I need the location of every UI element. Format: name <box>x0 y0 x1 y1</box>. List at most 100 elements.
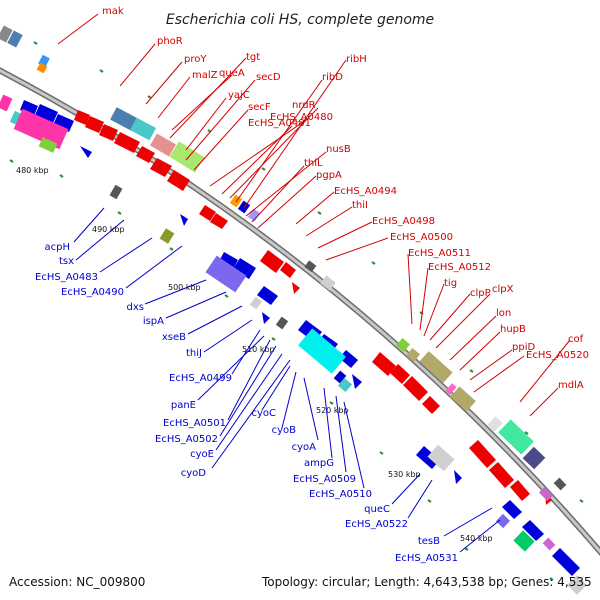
gene-label: ampG <box>304 458 334 469</box>
gene-label: secF <box>248 102 271 113</box>
gene-label: phoR <box>157 36 183 47</box>
gene-label: cyoB <box>272 425 297 436</box>
gene-arrow <box>99 124 118 141</box>
reverse-strand-genes <box>20 100 580 576</box>
gene-arrow <box>35 104 58 123</box>
gene-label: dxs <box>127 302 144 313</box>
gene-label: EcHS_A0520 <box>526 350 589 361</box>
gene-label: ppiD <box>512 342 535 353</box>
gene-block <box>320 275 336 291</box>
genome-backbone <box>0 67 600 557</box>
gene-label: pgpA <box>316 170 342 181</box>
gene-label: cyoC <box>251 408 276 419</box>
gene-arrow <box>416 446 440 469</box>
gene-arrow <box>262 312 270 324</box>
gene-label: ispA <box>143 316 164 327</box>
gene-block <box>9 110 23 126</box>
gene-arrow <box>522 520 544 541</box>
gene-arrow <box>167 170 190 191</box>
gene-label: mdlA <box>558 380 584 391</box>
gene-label: clpP <box>470 288 491 299</box>
accession-text: Accession: NC_009800 <box>9 575 146 589</box>
map-title: Escherichia coli HS, complete genome <box>166 12 434 28</box>
gene-arrow <box>280 262 296 278</box>
gene-block <box>553 477 567 491</box>
gene-label: nrdR <box>292 100 316 111</box>
gene-label: EcHS_A0522 <box>345 519 408 530</box>
gene-block <box>298 328 346 374</box>
gene-arrow <box>74 110 90 125</box>
gene-arrow <box>53 114 74 132</box>
gene-arrow <box>260 250 284 273</box>
gene-block <box>513 530 535 552</box>
gene-block <box>149 133 177 157</box>
gene-block <box>395 337 411 353</box>
gene-label: malZ <box>192 70 218 81</box>
gene-label: secD <box>256 72 281 83</box>
gene-label: ribH <box>346 54 367 65</box>
gene-label: EcHS_A0483 <box>35 272 98 283</box>
gene-label: cof <box>568 334 584 345</box>
gene-block <box>130 117 156 141</box>
forward-strand-genes <box>74 110 552 505</box>
gene-block <box>38 137 58 153</box>
gene-arrow <box>257 286 278 305</box>
gene-label: EcHS_A0500 <box>390 232 453 243</box>
kbp-label: 510 kbp <box>242 345 275 354</box>
gene-block <box>0 25 13 43</box>
gene-label: EcHS_A0512 <box>428 262 491 273</box>
gene-arrow <box>199 205 216 221</box>
gene-arrow <box>292 282 300 294</box>
kbp-label: 480 kbp <box>16 166 49 175</box>
inner-gene-labels: acpH tsx EcHS_A0483 EcHS_A0490 dxs ispA … <box>35 242 458 564</box>
gene-arrow <box>390 364 410 384</box>
gene-arrow <box>233 258 256 279</box>
gene-label: EcHS_A0499 <box>169 373 232 384</box>
gene-label: EcHS_A0510 <box>309 489 372 500</box>
gene-block <box>487 416 503 432</box>
gene-arrow <box>210 213 228 229</box>
gene-block <box>498 419 534 455</box>
gene-label: cyoE <box>190 449 214 460</box>
gene-label: EcHS_A0490 <box>61 287 124 298</box>
gene-block <box>450 386 476 412</box>
gene-label: tesB <box>418 536 440 547</box>
kbp-label: 500 kbp <box>168 283 201 292</box>
gene-label: tgt <box>246 52 260 63</box>
gene-label: thiI <box>352 200 368 211</box>
gene-arrow <box>85 116 104 133</box>
gene-block <box>110 107 138 131</box>
gene-arrow <box>80 146 92 158</box>
gene-block <box>427 444 455 472</box>
kbp-label: 530 kbp <box>388 470 421 479</box>
reverse-strand-blocks <box>0 94 587 595</box>
gene-label: queA <box>219 68 245 79</box>
gene-block <box>522 446 546 470</box>
gene-arrow <box>20 100 38 116</box>
gene-arrow <box>489 462 514 488</box>
gene-label: thiL <box>304 158 323 169</box>
gene-arrow <box>180 214 188 226</box>
gene-arrow <box>136 146 155 163</box>
gene-label: clpX <box>492 284 514 295</box>
gene-label: queC <box>364 504 390 515</box>
gene-arrow <box>372 352 396 376</box>
gene-arrow <box>552 548 580 576</box>
kbp-label: 490 kbp <box>92 225 125 234</box>
gene-block <box>304 260 317 273</box>
gene-label: EcHS_A0494 <box>334 186 397 197</box>
gene-block <box>495 513 511 529</box>
gene-arrow <box>150 158 172 177</box>
gene-arrow <box>339 350 358 368</box>
gene-label: proY <box>184 54 207 65</box>
gene-block <box>542 537 556 551</box>
gene-block <box>405 347 421 363</box>
gene-label: nusB <box>326 144 351 155</box>
gene-label: EcHS_A0480 <box>270 112 333 123</box>
gene-block <box>337 377 353 393</box>
kbp-label: 520 kbp <box>316 406 349 415</box>
gene-arrow <box>114 132 140 153</box>
gene-block <box>419 351 453 383</box>
gene-label: cyoA <box>292 442 317 453</box>
